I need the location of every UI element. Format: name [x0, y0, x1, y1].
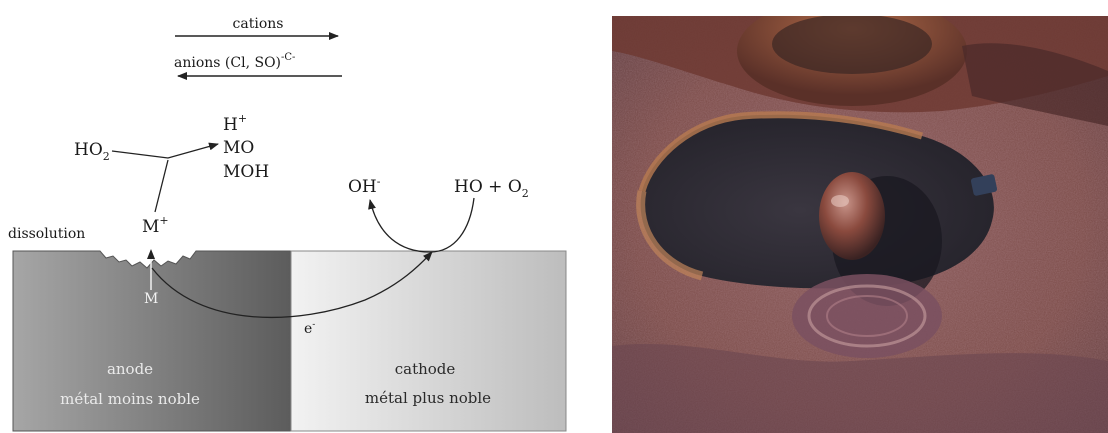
m-label: M: [144, 291, 158, 307]
cations-label: cations: [233, 16, 284, 32]
oh-label: OH-: [348, 175, 381, 197]
anode-subtitle: métal moins noble: [60, 390, 200, 408]
cathode-reaction-curve: [370, 198, 474, 252]
ho-o2-label: HO + O2: [454, 177, 529, 200]
reaction-line-mplus: [155, 160, 168, 212]
h-plus-label: H+: [223, 112, 247, 135]
dissolution-label: dissolution: [8, 226, 85, 242]
galvanic-corrosion-diagram: cations anions (Cl, SO)-C- H+ MO MOH HO2…: [0, 0, 600, 433]
corrosion-photo: [612, 16, 1108, 433]
anode-title: anode: [107, 360, 153, 378]
anions-label: anions (Cl, SO)-C-: [174, 52, 295, 71]
moh-label: MOH: [223, 162, 269, 182]
cathode-subtitle: métal plus noble: [365, 389, 491, 407]
m-plus-label: M+: [142, 214, 169, 237]
cathode-title: cathode: [395, 360, 456, 378]
ho2-label: HO2: [74, 140, 110, 163]
mo-label: MO: [223, 138, 254, 158]
corrosion-nodule: [819, 172, 885, 260]
reaction-line-ho2: [112, 144, 218, 158]
